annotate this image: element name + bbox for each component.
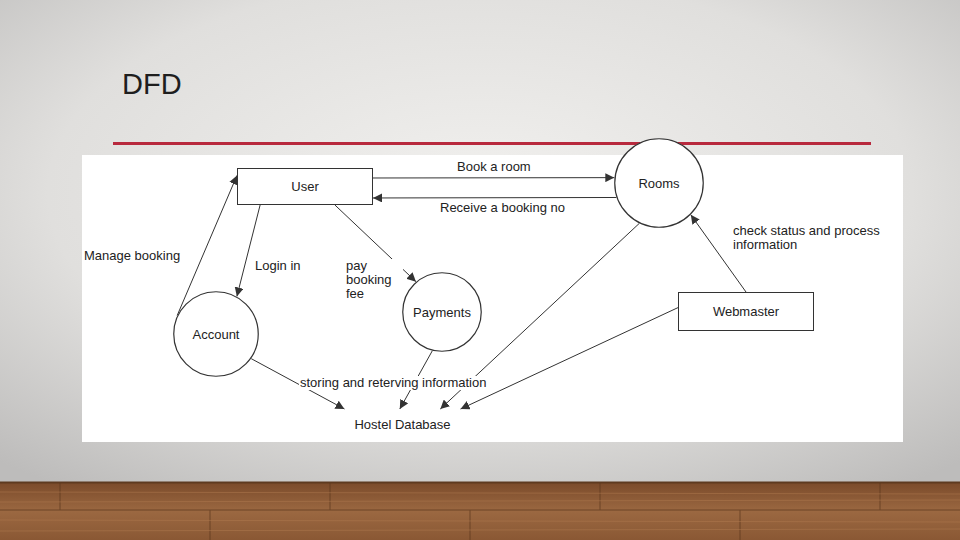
process-circle-outline <box>403 273 482 352</box>
note-label: storing and reterving information <box>299 376 487 390</box>
node-label: Payments <box>413 305 471 320</box>
external-entity-box: User <box>237 168 373 205</box>
diagram-panel <box>82 155 903 442</box>
flow-label: Manage booking <box>83 249 181 263</box>
title-rule <box>113 142 871 145</box>
process-circle: Account <box>173 291 259 377</box>
node-label: Account <box>193 327 240 342</box>
wall <box>0 0 960 482</box>
node-label: Hostel Database <box>354 417 450 432</box>
process-circle: Payments <box>402 272 482 352</box>
process-circle: Rooms <box>614 138 704 228</box>
flow-label: Receive a booking no <box>439 201 566 215</box>
node-label: Rooms <box>638 176 679 191</box>
data-flow-arrow <box>373 197 616 198</box>
data-flow-arrow <box>373 177 614 178</box>
external-entity-box: Webmaster <box>678 292 814 331</box>
flow-label: pay booking fee <box>345 259 403 301</box>
node-label: Webmaster <box>713 304 779 319</box>
plank-seams <box>0 483 960 540</box>
data-flow-arrow <box>461 308 678 409</box>
process-circle-outline <box>615 139 704 228</box>
flow-label: Book a room <box>456 160 532 174</box>
data-store: Hostel Database <box>335 409 470 439</box>
flow-label: check status and process information <box>732 224 902 252</box>
process-circle-outline <box>174 292 259 377</box>
slide-title: DFD <box>122 68 182 101</box>
wood-floor <box>0 482 960 540</box>
flow-label: Login in <box>254 259 302 273</box>
wood-grain <box>0 492 960 531</box>
floor-edge <box>0 482 960 484</box>
node-label: User <box>291 179 318 194</box>
data-flow-arrow <box>237 205 260 296</box>
